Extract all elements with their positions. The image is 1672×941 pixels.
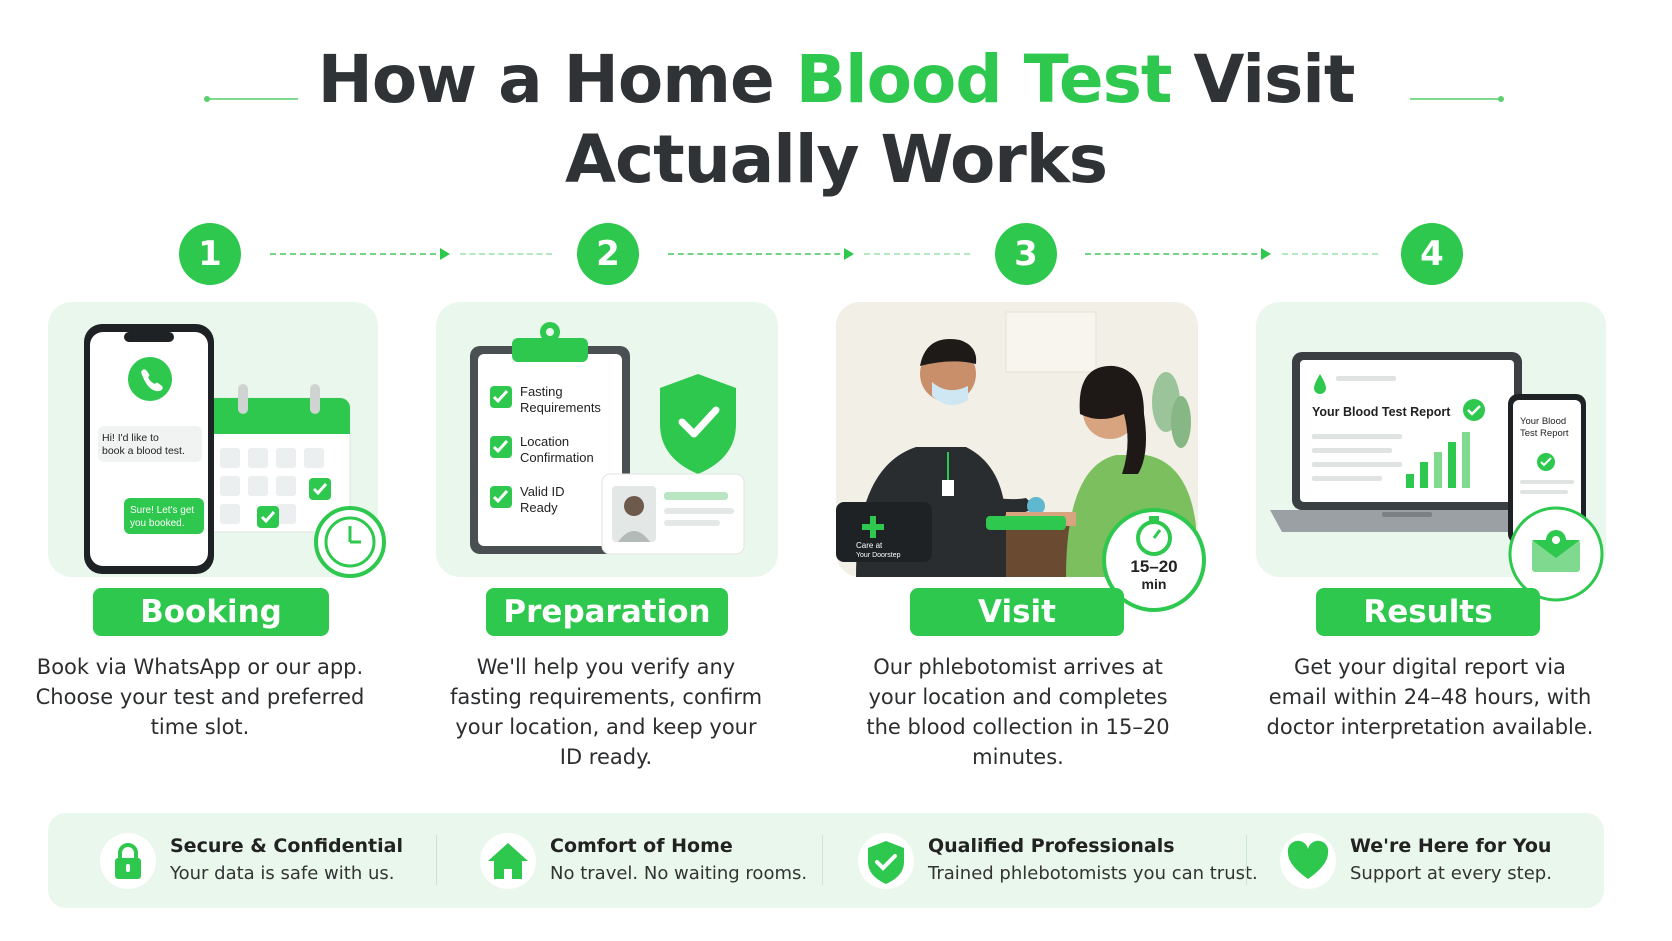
step-4-description: Get your digital report via email within… [1266, 655, 1594, 739]
page-title: How a Home Blood Test Visit Actually Wor… [0, 40, 1672, 200]
feature-title: Qualified Professionals [928, 835, 1175, 857]
step-2-label: Preparation [486, 588, 728, 636]
clipboard-icon: Fasting Requirements Location Confirmati… [470, 322, 630, 554]
step-3-description: Our phlebotomist arrives at your locatio… [866, 655, 1170, 769]
feature-text: Support at every step. [1350, 863, 1552, 884]
title-line1-post: Visit [1171, 41, 1355, 118]
step-2-description: We'll help you verify any fasting requir… [449, 655, 763, 769]
step-1-label: Booking [93, 588, 329, 636]
feature-icon-badge [480, 833, 536, 889]
chat-message-outgoing-line2: you booked. [130, 518, 185, 529]
title-decoration-right [1410, 96, 1504, 102]
feature-icon-badge [858, 833, 914, 889]
step-3-label: Visit [910, 588, 1124, 636]
feature-divider [436, 835, 437, 885]
timer-badge: 15–20 min [1102, 508, 1206, 612]
checklist-item-1-line2: Requirements [520, 400, 601, 415]
arrow-2-3-tail [864, 253, 970, 255]
booking-illustration-card: Hi! I'd like to book a blood test. Sure!… [48, 302, 386, 578]
feature-text: No travel. No waiting rooms. [550, 863, 808, 884]
email-icon [1532, 530, 1580, 572]
step-1-description: Book via WhatsApp or our app. Choose you… [35, 655, 365, 739]
bar-chart-icon [1406, 432, 1470, 488]
shield-check-icon [660, 374, 736, 474]
preparation-illustration-card: Fasting Requirements Location Confirmati… [436, 302, 778, 577]
visit-illustration-card: Care at Your Doorstep 15–20 min [836, 302, 1206, 612]
step-3-number: 3 [995, 223, 1057, 285]
title-line1-accent: Blood Test [795, 41, 1173, 118]
title-line1-pre: How a Home [317, 41, 796, 118]
feature-title: Comfort of Home [550, 835, 733, 857]
feature-title: We're Here for You [1350, 835, 1552, 857]
phone-report-title-line2: Test Report [1520, 428, 1569, 439]
arrow-2-3 [668, 248, 854, 260]
checklist-item-3-line2: Ready [520, 500, 558, 515]
preparation-illustration: Fasting Requirements Location Confirmati… [470, 322, 745, 555]
checklist-item-2-line1: Location [520, 434, 569, 449]
checklist-item-2-line2: Confirmation [520, 450, 594, 465]
timer-unit: min [1142, 576, 1167, 592]
stopwatch-icon [1136, 516, 1172, 556]
feature-divider [822, 835, 823, 885]
email-badge [1508, 506, 1604, 602]
timer-value: 15–20 [1130, 557, 1177, 576]
lock-icon [115, 843, 141, 879]
heart-icon [1287, 840, 1329, 879]
kit-text-line2: Your Doorstep [856, 552, 901, 559]
shield-check-icon [868, 841, 904, 884]
feature-icon-badge [100, 833, 156, 889]
arrow-3-4-tail [1282, 253, 1378, 255]
phone-icon: Your Blood Test Report [1508, 394, 1586, 544]
chat-message-incoming-line2: book a blood test. [102, 445, 185, 457]
phone-report-title-line1: Your Blood [1520, 416, 1566, 427]
title-line2: Actually Works [564, 121, 1108, 198]
plant-icon [1152, 372, 1191, 448]
clock-icon [314, 506, 386, 578]
feature-divider [1246, 835, 1247, 885]
feature-icon-badge [1280, 833, 1336, 889]
step-1-number: 1 [179, 223, 241, 285]
checklist-item-1-line1: Fasting [520, 384, 563, 399]
feature-text: Your data is safe with us. [170, 863, 395, 884]
feature-text: Trained phlebotomists you can trust. [928, 863, 1258, 884]
arrow-3-4 [1085, 248, 1271, 260]
checklist-item-3-line1: Valid ID [520, 484, 565, 499]
step-2-number: 2 [577, 223, 639, 285]
features-bar: Secure & Confidential Your data is safe … [48, 813, 1604, 908]
arrow-1-2 [270, 248, 450, 260]
step-4-number: 4 [1401, 223, 1463, 285]
results-illustration: Your Blood Test Report Your Blood Test R… [1270, 352, 1604, 602]
booking-illustration: Hi! I'd like to book a blood test. Sure!… [84, 324, 386, 578]
laptop-icon: Your Blood Test Report [1270, 352, 1544, 532]
visit-illustration: Care at Your Doorstep 15–20 min [836, 302, 1206, 612]
home-icon [488, 843, 528, 879]
title-decoration-left [204, 96, 298, 102]
medical-kit-icon: Care at Your Doorstep [836, 502, 932, 562]
kit-text-line1: Care at [856, 541, 883, 550]
results-illustration-card: Your Blood Test Report Your Blood Test R… [1256, 302, 1606, 602]
calendar-icon [197, 384, 351, 533]
arrow-1-2-tail [460, 253, 552, 255]
step-4-label: Results [1316, 588, 1540, 636]
laptop-report-title: Your Blood Test Report [1312, 405, 1451, 419]
chat-message-outgoing-line1: Sure! Let's get [130, 505, 194, 516]
feature-title: Secure & Confidential [170, 835, 403, 857]
id-card-icon [601, 473, 745, 555]
phone-icon: Hi! I'd like to book a blood test. Sure!… [84, 324, 214, 574]
chat-message-incoming-line1: Hi! I'd like to [102, 432, 159, 444]
